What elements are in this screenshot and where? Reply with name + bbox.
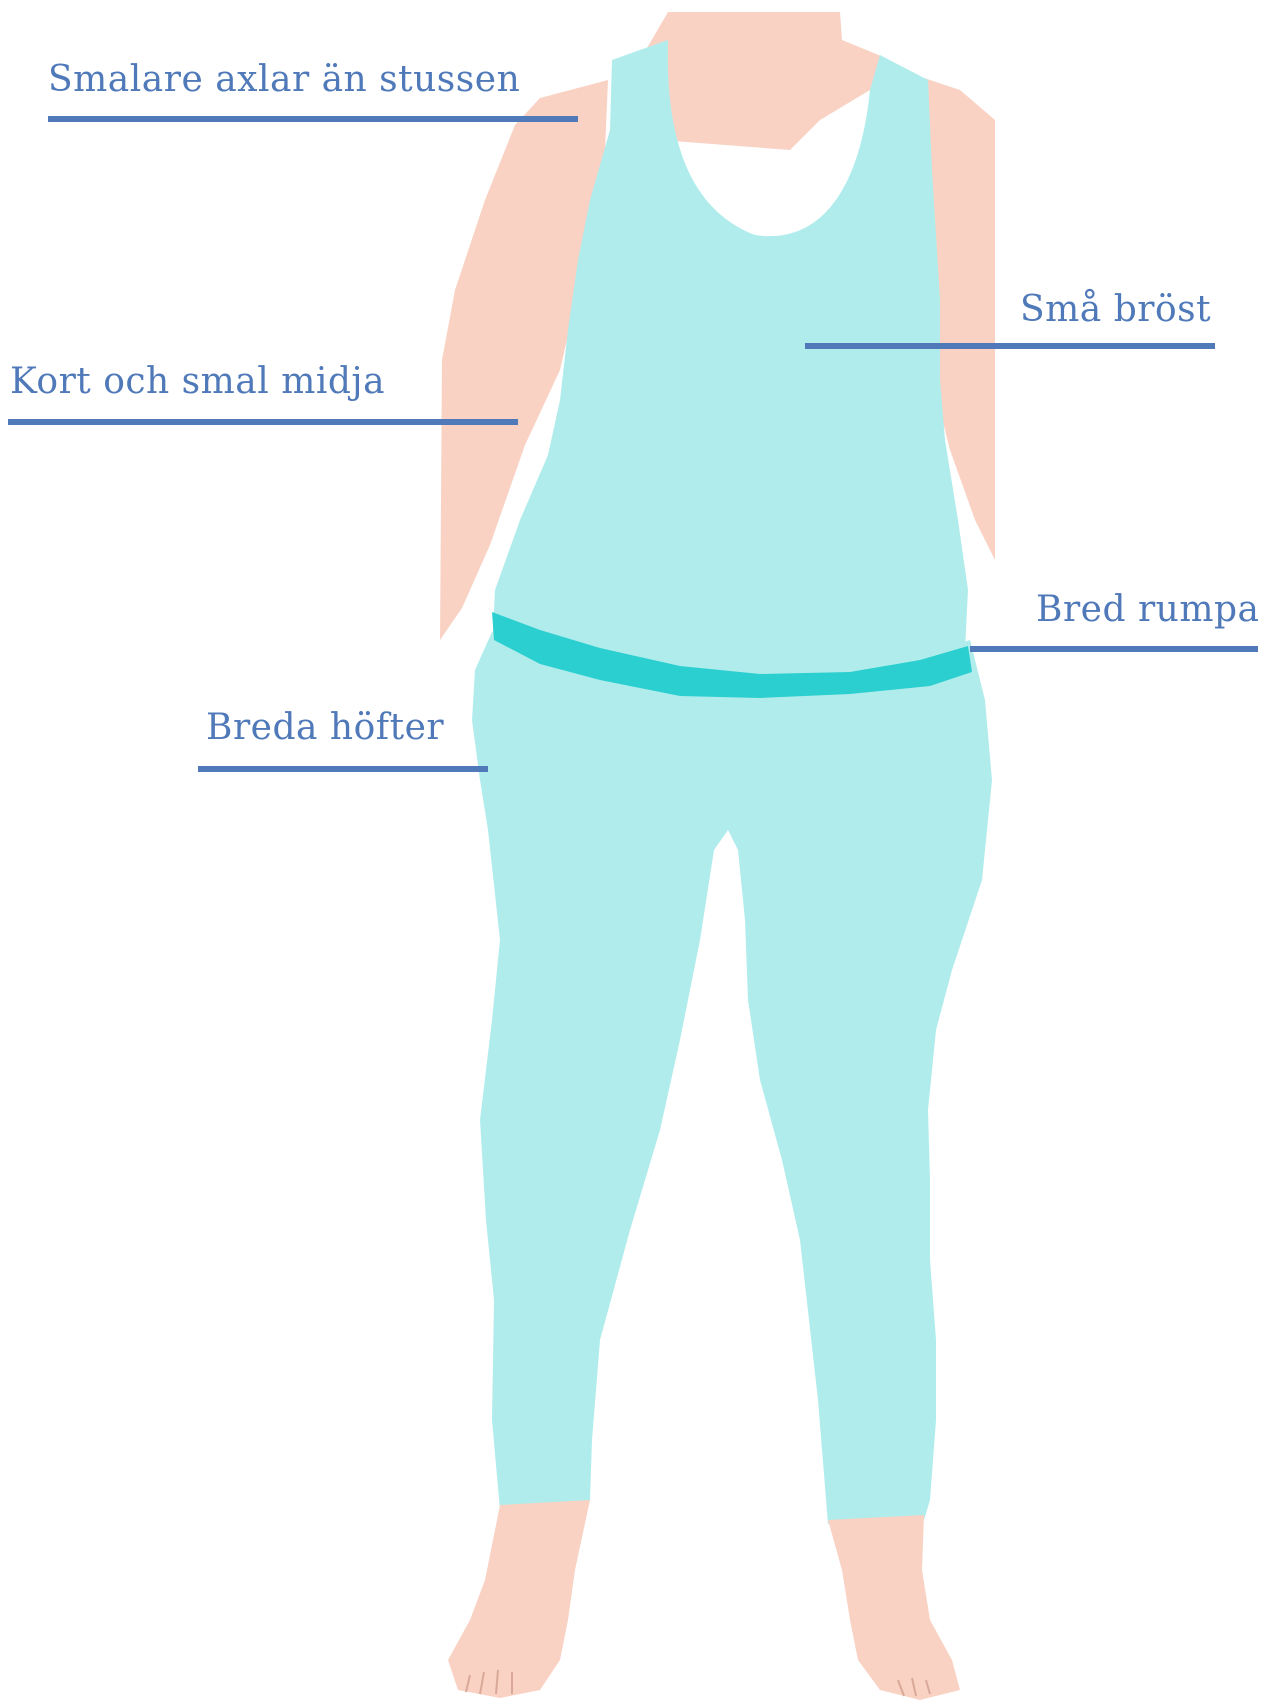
left-lower-leg bbox=[448, 1500, 590, 1698]
line-bust bbox=[805, 343, 1215, 349]
label-bust: Små bröst bbox=[1020, 292, 1211, 328]
label-hips: Breda höfter bbox=[206, 710, 444, 746]
label-waist: Kort och smal midja bbox=[10, 364, 385, 400]
neck bbox=[640, 12, 886, 150]
leggings bbox=[472, 632, 992, 1524]
line-waist bbox=[8, 419, 518, 425]
label-shoulders: Smalare axlar än stussen bbox=[48, 62, 520, 98]
line-bottom bbox=[970, 646, 1258, 652]
label-bottom: Bred rumpa bbox=[1036, 592, 1260, 628]
line-hips bbox=[198, 766, 488, 772]
right-lower-leg bbox=[828, 1515, 960, 1700]
line-shoulders bbox=[48, 116, 578, 122]
